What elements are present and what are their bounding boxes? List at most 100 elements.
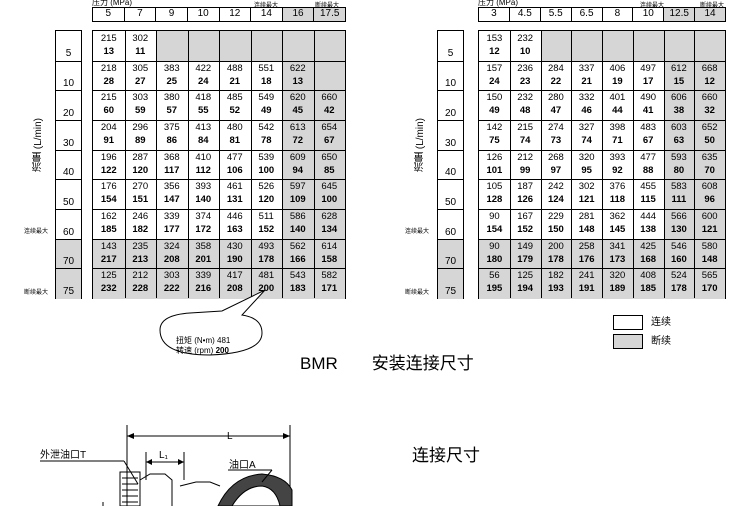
speed-value: 23 (519, 75, 531, 87)
pressure-header-cell: 17.5 (313, 8, 345, 21)
torque-value: 613 (289, 122, 306, 133)
flow-row-label: 10 (56, 60, 81, 92)
torque-value: 90 (489, 240, 500, 252)
right-pressure-label: 压力 (MPa) (478, 0, 518, 7)
speed-value: 12 (489, 46, 500, 57)
speed-value: 152 (258, 224, 275, 235)
left-cont-max-label: 连续最大 (254, 3, 279, 9)
speed-value: 84 (197, 135, 209, 146)
torque-value: 167 (517, 211, 534, 222)
torque-value: 187 (517, 181, 534, 193)
speed-value: 19 (612, 75, 623, 87)
speed-value: 24 (489, 75, 500, 87)
table-cell (540, 31, 572, 62)
torque-value: 368 (163, 151, 180, 163)
torque-value: 358 (195, 240, 212, 252)
dimension-L-label: L (227, 431, 233, 442)
torque-value: 418 (195, 92, 212, 104)
torque-value: 296 (132, 122, 149, 133)
flow-row-label: 5 (438, 31, 463, 61)
torque-value: 284 (547, 62, 564, 74)
legend-intermittent: 断续 (613, 332, 671, 349)
table-cell (156, 31, 188, 62)
speed-value: 150 (547, 224, 564, 235)
flow-row-label: 20 (438, 90, 463, 121)
speed-value: 134 (321, 224, 338, 235)
speed-value: 118 (609, 194, 626, 206)
torque-value: 324 (163, 240, 180, 252)
speed-value: 173 (609, 253, 626, 265)
speed-value: 89 (134, 135, 146, 146)
torque-value: 645 (321, 181, 338, 193)
torque-value: 320 (578, 151, 595, 163)
speed-value: 122 (100, 164, 117, 176)
speed-value: 154 (486, 224, 503, 235)
speed-value: 216 (195, 283, 212, 295)
speed-value: 121 (578, 194, 595, 206)
flow-value: 40 (62, 167, 75, 179)
torque-value: 376 (609, 181, 626, 193)
grid-hline (93, 209, 345, 210)
speed-value: 24 (197, 75, 209, 87)
pressure-header-cell: 5 (105, 8, 112, 19)
flow-value: 20 (444, 107, 457, 119)
flow-row-label: 20 (56, 90, 81, 121)
speed-value: 13 (103, 46, 115, 57)
torque-value: 430 (226, 240, 243, 252)
speed-value: 74 (581, 135, 592, 146)
torque-value: 425 (640, 240, 657, 252)
torque-value: 126 (486, 151, 503, 163)
flow-row-label: 75 (438, 268, 463, 299)
speed-value: 160 (670, 253, 687, 265)
torque-value: 215 (100, 33, 117, 44)
speed-value: 126 (517, 194, 534, 206)
grid-vline (282, 31, 283, 298)
speed-value: 176 (578, 253, 595, 265)
grid-vline (694, 31, 696, 298)
speed-value: 25 (166, 75, 178, 87)
torque-value: 562 (289, 240, 306, 252)
torque-value: 200 (547, 240, 564, 252)
speed-value: 217 (100, 253, 117, 265)
speed-value: 208 (163, 253, 180, 265)
speed-value: 101 (486, 164, 503, 176)
speed-value: 92 (612, 164, 623, 176)
grid-hline (93, 238, 345, 240)
speed-value: 124 (547, 194, 564, 206)
torque-value: 549 (258, 92, 275, 104)
torque-value: 566 (670, 211, 687, 222)
speed-value: 72 (292, 135, 304, 146)
speed-value: 147 (163, 194, 180, 206)
speed-value: 49 (489, 105, 500, 117)
flow-row-label: 75 (56, 268, 81, 299)
speed-value: 115 (640, 194, 656, 206)
speed-value: 96 (704, 194, 715, 206)
legend-continuous-label: 连续 (651, 317, 671, 328)
speed-value: 109 (289, 194, 306, 206)
speed-value: 200 (258, 283, 275, 295)
grid-vline (509, 31, 511, 298)
pressure-header-cell: 5.5 (539, 8, 571, 21)
